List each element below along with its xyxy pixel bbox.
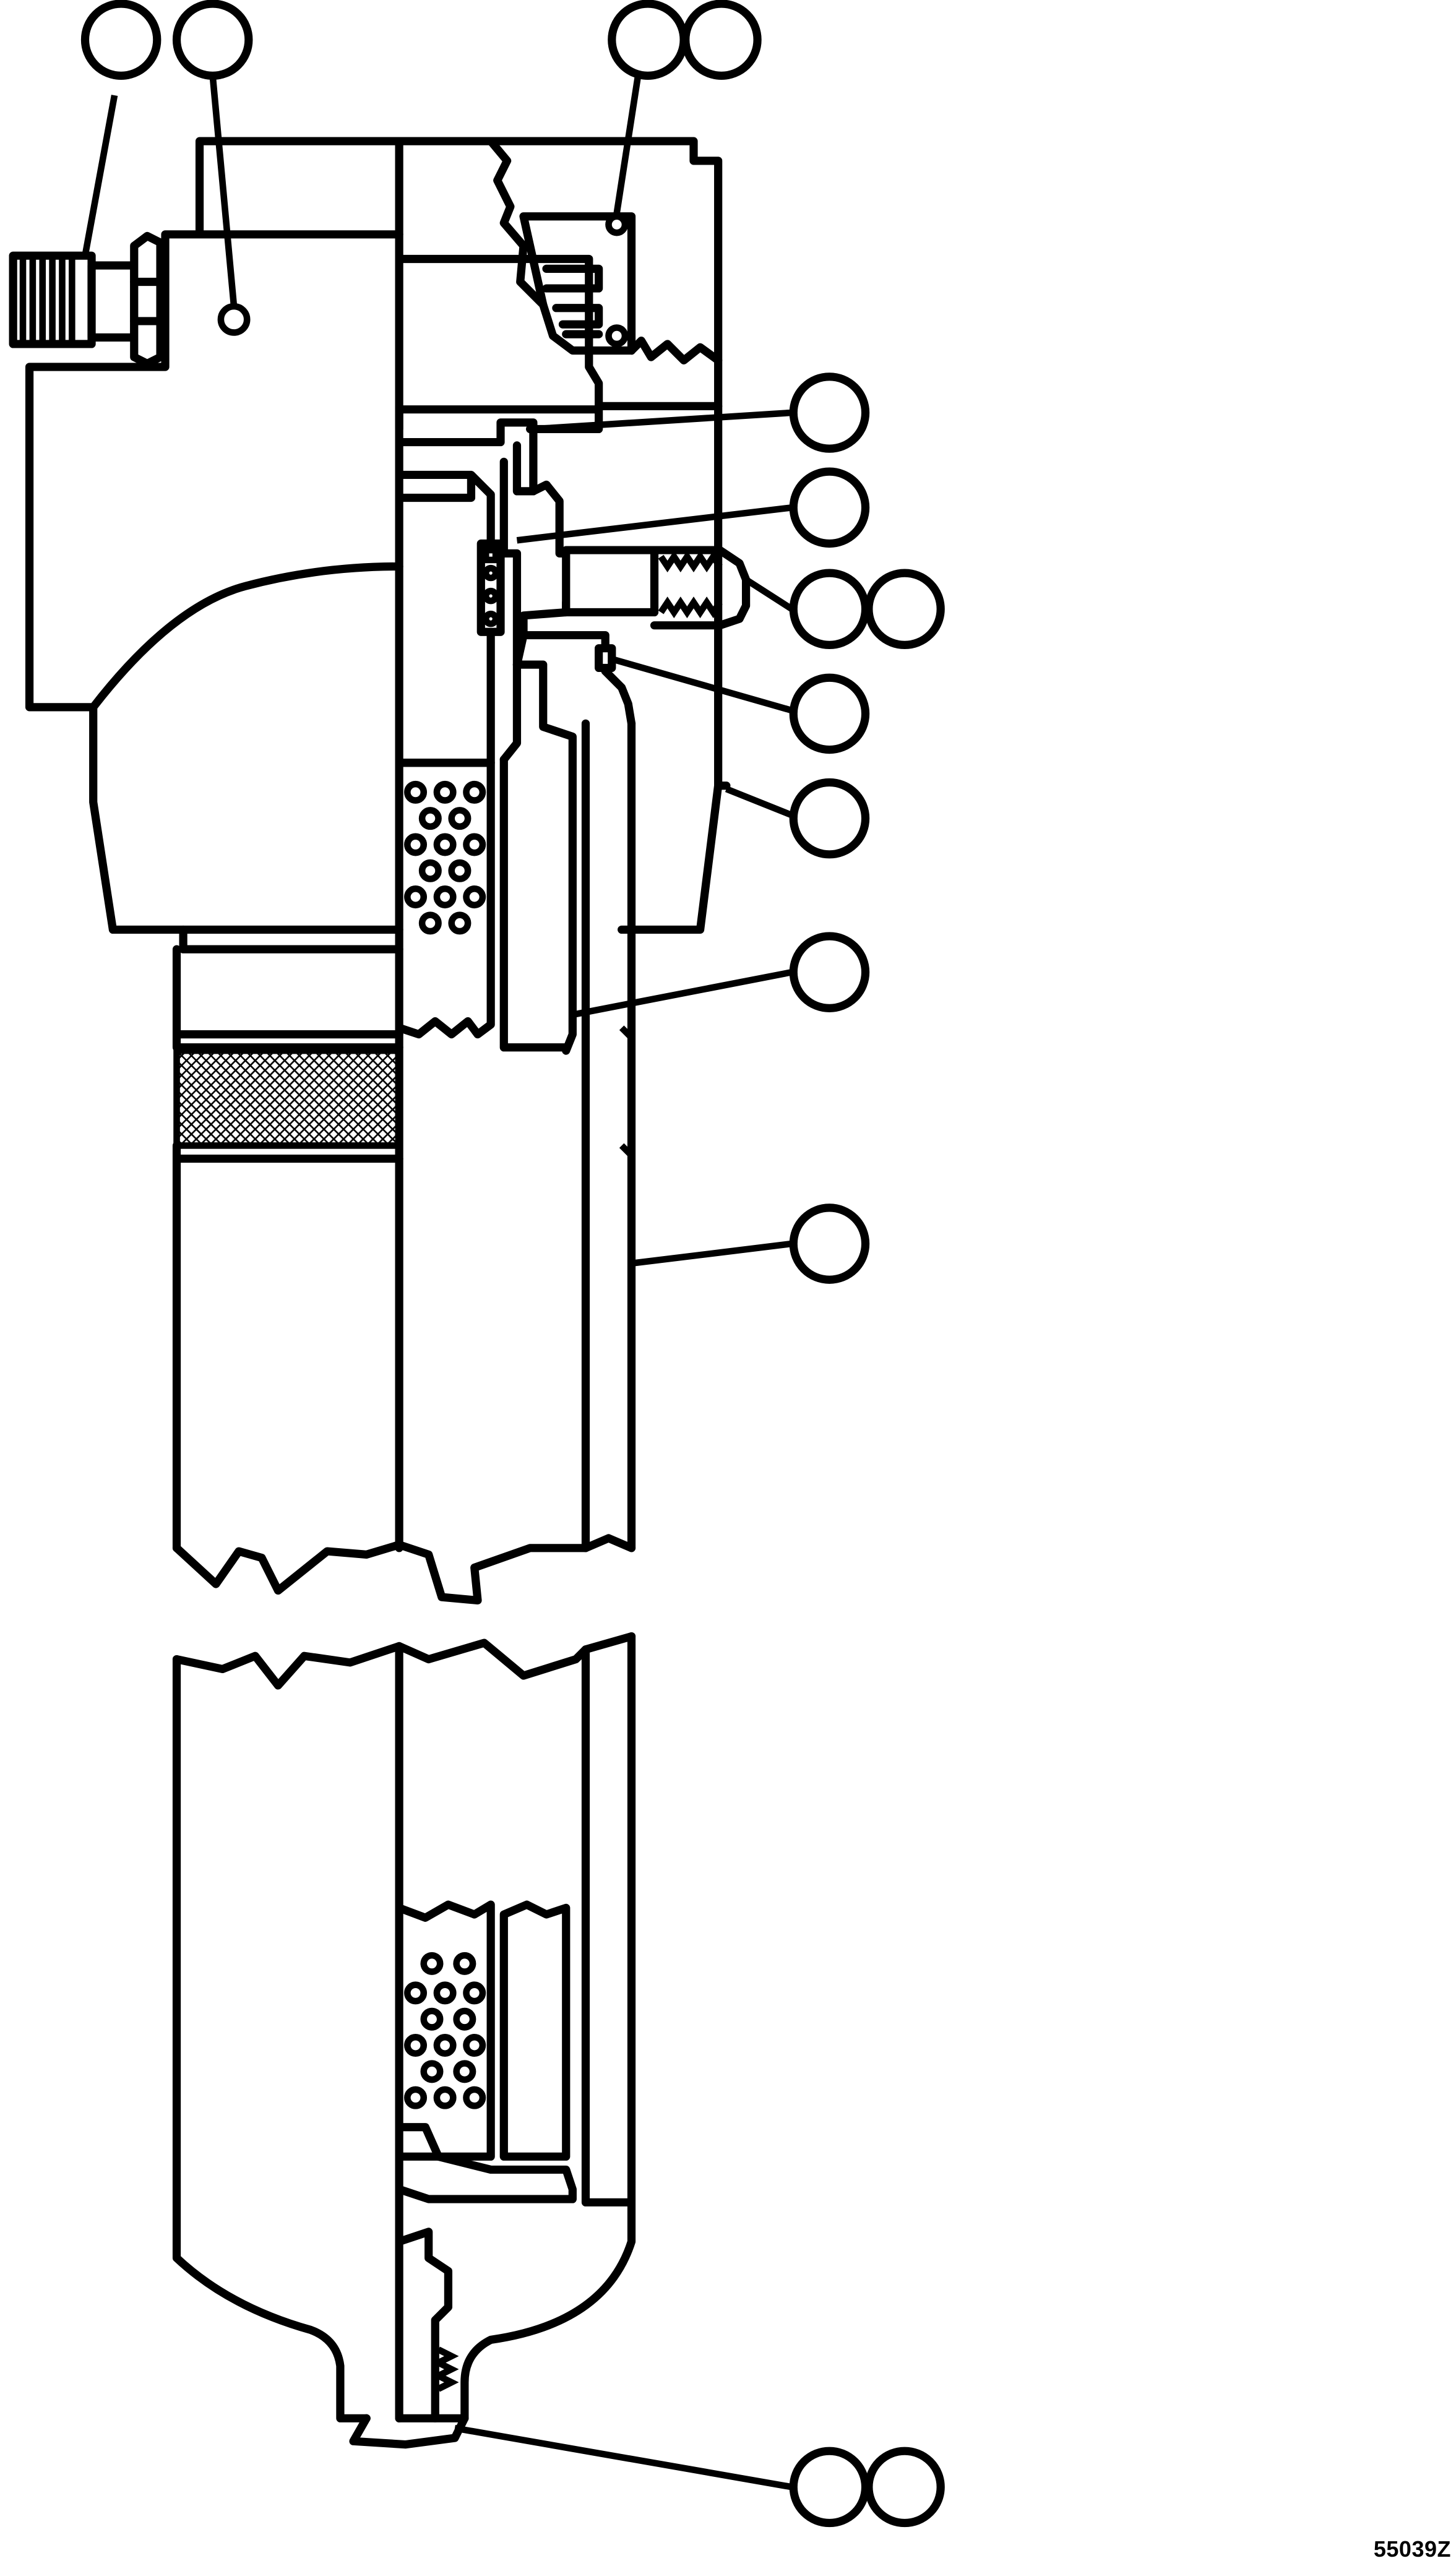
callout-balloon [80,0,162,80]
callout-balloon [789,1203,870,1284]
callout-balloon [789,778,870,859]
filter-bowl [172,719,636,2449]
callout-balloon [789,372,870,453]
callout-balloon [789,673,870,754]
callout-balloon [789,2447,870,2528]
bypass-valve [519,212,636,355]
callout-balloons [80,0,945,2528]
filter-element-lower [395,1900,577,2422]
callout-balloon [608,0,688,80]
callout-balloon [864,569,945,650]
filter-head [25,137,731,1552]
callout-balloon [864,2447,945,2528]
filter-element-upper [395,759,495,1039]
drawing-number: 55039Z [1373,2536,1451,2562]
callout-balloon [172,0,253,80]
callout-balloon [789,932,870,1012]
inlet-fitting [9,231,251,368]
port-plug [562,546,751,630]
bowl-section-upper [499,631,636,1055]
callout-balloon [681,0,762,80]
callout-balloon [789,569,870,650]
callout-balloon [789,467,870,548]
leader-lines [82,75,794,2491]
